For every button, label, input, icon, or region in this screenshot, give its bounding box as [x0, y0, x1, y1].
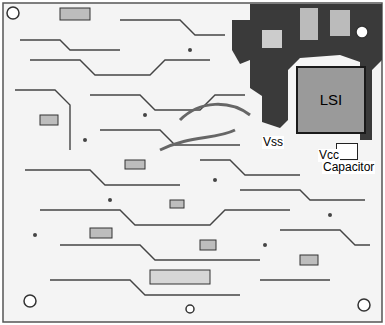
smd-part [60, 8, 90, 20]
trace [40, 210, 290, 225]
via [263, 243, 267, 247]
wide-trace [160, 130, 235, 150]
mounting-hole [356, 26, 368, 38]
smd-part [200, 240, 216, 250]
connector-block [150, 270, 210, 284]
trace [280, 230, 370, 245]
components [40, 8, 318, 284]
via [108, 198, 112, 202]
ground-plane [250, 4, 382, 140]
trace [30, 60, 210, 75]
mounting-hole [24, 295, 36, 307]
pin-name: Vss [262, 136, 284, 149]
via [188, 48, 192, 52]
trace [90, 95, 245, 110]
smd-part [125, 160, 145, 169]
smd-part [300, 255, 318, 265]
lsi-chip: LSI [296, 66, 366, 134]
trace [240, 190, 365, 200]
via [33, 233, 37, 237]
trace [25, 170, 180, 185]
pin-name: Vcc [318, 149, 340, 162]
ground-plane [232, 20, 250, 64]
pad [300, 8, 318, 40]
via [328, 213, 332, 217]
trace [120, 20, 225, 35]
mounting-hole [7, 7, 19, 19]
pad [262, 30, 282, 48]
smd-part [90, 228, 112, 238]
trace [260, 279, 330, 280]
wide-trace [180, 104, 250, 120]
mounting-hole [186, 305, 194, 313]
mounting-hole [358, 299, 370, 311]
part-name: Capacitor [322, 161, 375, 174]
via [143, 113, 147, 117]
via [83, 138, 87, 142]
trace [200, 160, 300, 175]
trace [60, 245, 260, 260]
trace [100, 130, 240, 145]
smd-part [170, 200, 184, 208]
trace [20, 40, 120, 50]
smd-part [40, 115, 58, 125]
trace [50, 280, 240, 295]
trace [15, 90, 70, 150]
vias [33, 48, 332, 247]
board-outline [3, 3, 382, 322]
part-name: LSI [320, 91, 343, 108]
mounting-holes [7, 7, 370, 313]
traces [15, 20, 370, 295]
dark-copper-area [232, 4, 382, 140]
pad [330, 10, 350, 36]
via [213, 178, 217, 182]
